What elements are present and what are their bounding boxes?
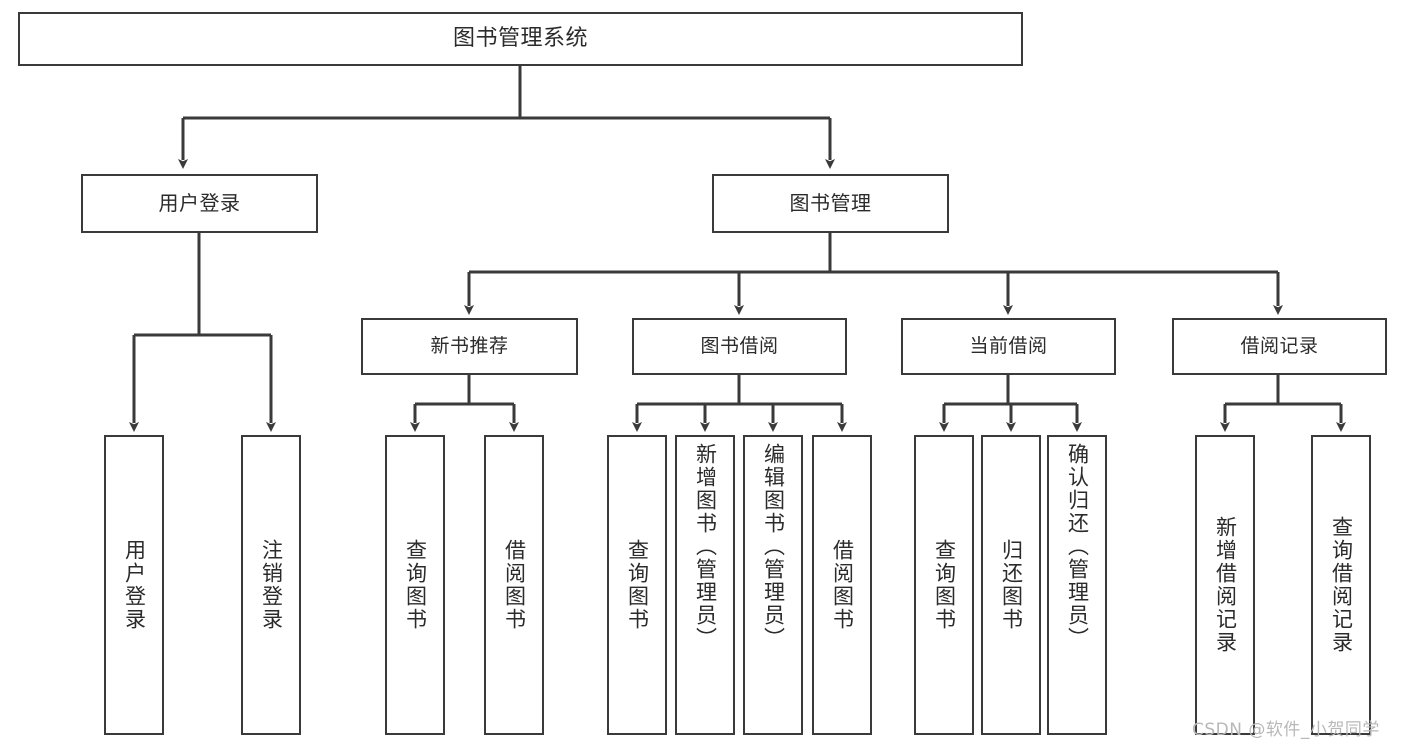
node-borrow-record[interactable]: 借阅记录 [1172,318,1387,375]
leaf-label: 查询借阅记录 [1329,516,1354,654]
leaf-label: 查询图书 [932,539,957,631]
leaf-label: 借阅图书 [502,539,527,631]
leaf-new-book-query[interactable]: 查询图书 [385,435,445,735]
node-book-borrow[interactable]: 图书借阅 [632,318,847,375]
leaf-book-borrow-edit[interactable]: 编辑图书（管理员） [743,435,803,735]
leaf-label: 用户登录 [122,539,147,631]
leaf-label: 编辑图书（管理员） [761,443,786,650]
node-new-book-recommend[interactable]: 新书推荐 [361,318,578,375]
watermark-text: CSDN @软件_小贺同学 [1192,720,1380,740]
leaf-book-borrow-query[interactable]: 查询图书 [607,435,667,735]
leaf-user-login-login[interactable]: 用户登录 [104,435,164,735]
node-user-login[interactable]: 用户登录 [81,174,318,233]
leaf-user-login-logout[interactable]: 注销登录 [241,435,301,735]
leaf-label: 确认归还（管理员） [1065,443,1090,650]
leaf-borrow-record-add[interactable]: 新增借阅记录 [1195,435,1255,735]
leaf-current-borrow-return[interactable]: 归还图书 [981,435,1041,735]
leaf-label: 新增图书（管理员） [693,443,718,650]
leaf-current-borrow-query[interactable]: 查询图书 [914,435,974,735]
leaf-current-borrow-confirm-return[interactable]: 确认归还（管理员） [1047,435,1107,735]
leaf-label: 新增借阅记录 [1213,516,1238,654]
leaf-label: 查询图书 [625,539,650,631]
leaf-book-borrow-borrow[interactable]: 借阅图书 [812,435,872,735]
leaf-new-book-borrow[interactable]: 借阅图书 [484,435,544,735]
leaf-label: 查询图书 [403,539,428,631]
leaf-label: 借阅图书 [830,539,855,631]
leaf-borrow-record-query[interactable]: 查询借阅记录 [1311,435,1371,735]
node-root[interactable]: 图书管理系统 [18,12,1023,66]
node-book-management[interactable]: 图书管理 [712,174,949,233]
node-current-borrow[interactable]: 当前借阅 [901,318,1116,375]
leaf-label: 注销登录 [259,539,284,631]
leaf-label: 归还图书 [999,539,1024,631]
leaf-book-borrow-add[interactable]: 新增图书（管理员） [675,435,735,735]
